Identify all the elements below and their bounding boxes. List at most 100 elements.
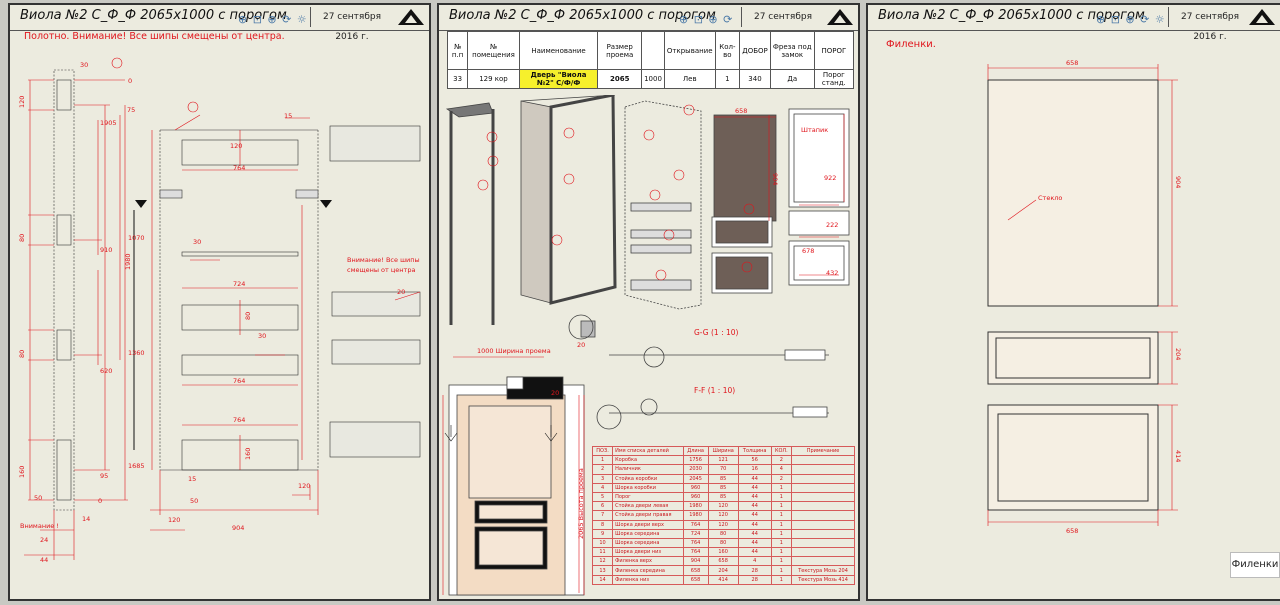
dim: 678 bbox=[802, 247, 814, 255]
dim: 658 bbox=[735, 107, 747, 115]
dim: 15 bbox=[188, 475, 196, 483]
sheet-date: 27 сентября 2016 г. bbox=[1168, 7, 1251, 42]
cell: Филенка верх bbox=[612, 556, 684, 567]
title-block: Виола №2 С_Ф_Ф 2065х1000 с порогом ⊕ ⊡ ⊕… bbox=[10, 5, 429, 42]
col-header: Открывание bbox=[663, 31, 716, 70]
dim: 44 bbox=[40, 556, 48, 564]
sheet-title: Виола №2 С_Ф_Ф 2065х1000 с порогом bbox=[449, 8, 716, 23]
cell: 33 bbox=[446, 69, 469, 89]
bottom-note: Внимание ! bbox=[20, 522, 59, 530]
col-header: № п.п bbox=[446, 31, 469, 70]
cell bbox=[791, 528, 855, 539]
sheet-assembly[interactable]: Виола №2 С_Ф_Ф 2065х1000 с порогом ⊕ ⊡ ⊕… bbox=[437, 3, 860, 601]
sheet-title: Виола №2 С_Ф_Ф 2065х1000 с порогом bbox=[878, 8, 1145, 23]
view-toolbar[interactable]: ⊕ ⊡ ⊕ ⟳ ☼ bbox=[1096, 13, 1166, 26]
cell: 1 bbox=[591, 455, 614, 466]
col-header bbox=[641, 31, 665, 70]
cell: 2 bbox=[770, 473, 793, 484]
cell: 1 bbox=[770, 510, 793, 521]
cell: 6 bbox=[591, 501, 614, 512]
dim: 724 bbox=[233, 280, 245, 288]
dim: 20 bbox=[397, 288, 405, 296]
cell: 960 bbox=[682, 491, 709, 503]
cell: 85 bbox=[707, 482, 739, 493]
dim: 658 bbox=[1066, 59, 1078, 67]
cell: 340 bbox=[739, 69, 771, 89]
cell bbox=[791, 519, 855, 530]
cell: 16 bbox=[737, 464, 772, 475]
cell: 1980 bbox=[682, 510, 709, 521]
dim: 120 bbox=[168, 516, 180, 524]
dim: 24 bbox=[40, 536, 48, 544]
dim: 15 bbox=[284, 112, 292, 120]
cell: 1 bbox=[770, 565, 793, 576]
dim: 30 bbox=[80, 61, 88, 69]
cell bbox=[791, 547, 855, 558]
cell: 658 bbox=[682, 574, 709, 585]
cell: Филенка низ bbox=[612, 574, 684, 585]
cell: 2 bbox=[591, 464, 614, 475]
view-toolbar[interactable]: ⊕ ⊡ ⊕ ⟳ bbox=[679, 13, 734, 26]
dim: 620 bbox=[100, 367, 112, 375]
cell: 764 bbox=[682, 519, 709, 530]
cell: 121 bbox=[707, 455, 739, 466]
cell: 1 bbox=[770, 547, 793, 558]
col-header: Размер проема bbox=[597, 31, 643, 70]
dim: 922 bbox=[824, 174, 836, 182]
sheet-panels[interactable]: Виола №2 С_Ф_Ф 2065х1000 с порогом ⊕ ⊡ ⊕… bbox=[866, 3, 1280, 601]
cell: 204 bbox=[707, 565, 739, 576]
dim: 120 bbox=[18, 96, 26, 108]
cell: 160 bbox=[707, 547, 739, 558]
sheet-date: 27 сентября 2016 г. bbox=[310, 7, 393, 42]
width-label: 1000 Ширина проема bbox=[477, 347, 551, 355]
cell bbox=[791, 510, 855, 521]
cell: Стойка двери левая bbox=[612, 501, 684, 512]
cell: 44 bbox=[737, 547, 772, 558]
cell bbox=[791, 455, 855, 466]
height-label: 2065 Высота проема bbox=[577, 468, 585, 539]
cell: 3 bbox=[591, 473, 614, 484]
view-toolbar[interactable]: ⊕ ⊡ ⊕ ⟳ ☼ bbox=[238, 13, 308, 26]
parts-col-header: КОЛ. bbox=[770, 445, 793, 457]
order-spec-table: № п.п № помещения Наименование Размер пр… bbox=[446, 31, 855, 89]
cell: 4 bbox=[737, 556, 772, 567]
cell: 44 bbox=[737, 491, 772, 503]
dim: 30 bbox=[193, 238, 201, 246]
dim: 764 bbox=[233, 416, 245, 424]
sheet-door-leaf[interactable]: Виола №2 С_Ф_Ф 2065х1000 с порогом ⊕ ⊡ ⊕… bbox=[8, 3, 431, 601]
col-header: Кол-во bbox=[714, 31, 741, 70]
dim: 20 bbox=[551, 389, 559, 397]
dim: 80 bbox=[244, 312, 252, 320]
dim: 910 bbox=[100, 246, 112, 254]
cell: Да bbox=[769, 69, 815, 89]
cell: 2 bbox=[770, 455, 793, 466]
cell: 70 bbox=[707, 464, 739, 475]
cell: 658 bbox=[707, 556, 739, 567]
cell: 1 bbox=[770, 537, 793, 549]
cell bbox=[791, 482, 855, 493]
cell: Шорка двери верх bbox=[612, 519, 684, 530]
cell: 120 bbox=[707, 501, 739, 512]
dim: 120 bbox=[230, 142, 242, 150]
cell: 12 bbox=[591, 556, 614, 567]
cell bbox=[791, 556, 855, 567]
dim: 50 bbox=[34, 494, 42, 502]
dim: 904 bbox=[771, 173, 779, 185]
cell: 8 bbox=[591, 519, 614, 530]
col-header: ДОБОР bbox=[739, 31, 771, 70]
cell: 764 bbox=[682, 547, 709, 558]
cell: Коробка bbox=[612, 455, 684, 466]
cell bbox=[791, 491, 855, 503]
cell bbox=[791, 537, 855, 549]
cell: 80 bbox=[707, 528, 739, 539]
cell: 414 bbox=[707, 574, 739, 585]
door-leaf-drawing: 30 0 120 75 1905 80 910 1070 1980 80 620… bbox=[18, 57, 421, 564]
sheet-tooltip: Филенки bbox=[1230, 552, 1280, 578]
cell: 1980 bbox=[682, 501, 709, 512]
cell: Порог bbox=[612, 491, 684, 503]
